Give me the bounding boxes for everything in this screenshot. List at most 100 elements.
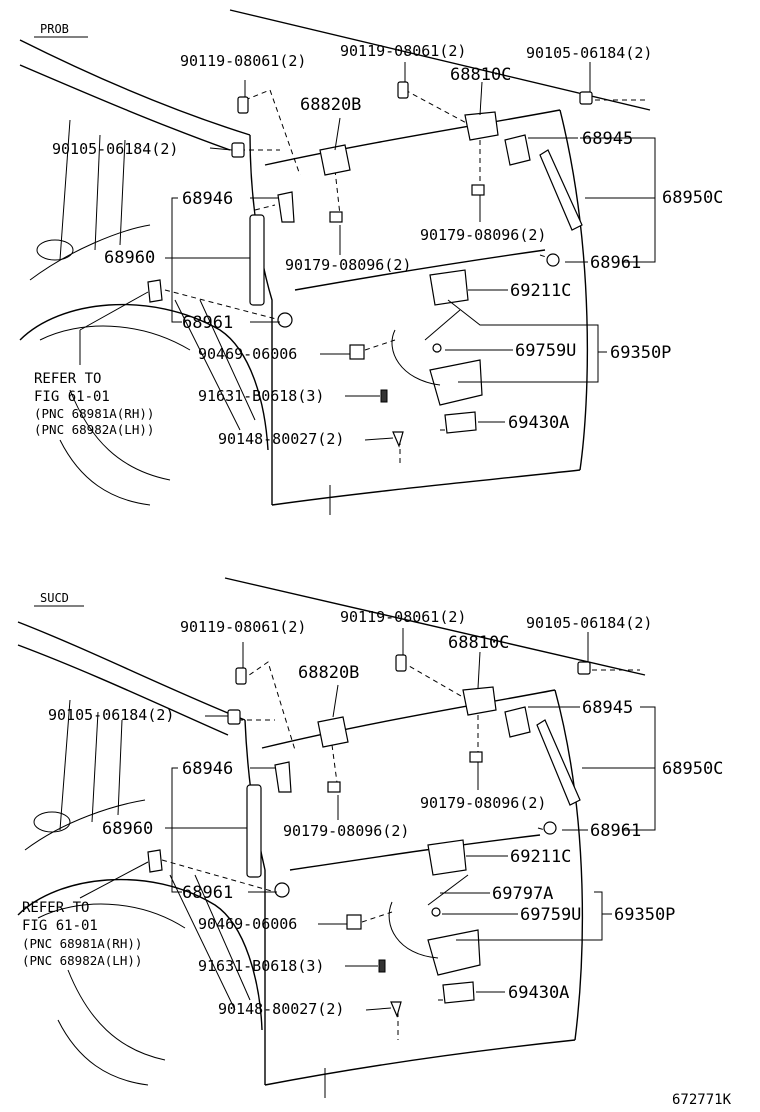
label-bolt-a: 90119-08061(2) <box>180 618 306 636</box>
label-nut-l: 90179-08096(2) <box>285 256 411 274</box>
gas-stay-icon <box>246 784 262 878</box>
label-ball-r: 68961 <box>590 821 641 841</box>
label-handle: 69430A <box>508 983 569 1003</box>
assembly-lines <box>161 661 640 1040</box>
label-nut-r: 90179-08096(2) <box>420 226 546 244</box>
bolt-icon <box>397 81 409 99</box>
label-bracket-r: 68945 <box>582 129 633 149</box>
label-bracket-r: 68945 <box>582 698 633 718</box>
label-bolt-b: 90119-08061(2) <box>340 608 466 626</box>
screw-icon <box>378 959 386 973</box>
vehicle-body <box>17 577 646 1098</box>
label-hinge-l: 68820B <box>298 663 359 683</box>
lock-assy-icon <box>427 929 481 976</box>
label-ball-l: 68961 <box>182 883 233 903</box>
label-bolt-b: 90119-08061(2) <box>340 42 466 60</box>
nut-icon <box>329 211 343 223</box>
ball-joint-icon <box>274 882 290 898</box>
cable-icon <box>391 329 441 386</box>
label-stay-l: 68960 <box>102 819 153 839</box>
bracket-icon <box>504 706 531 738</box>
gas-stay-icon <box>539 149 583 231</box>
label-bracket-l: 68946 <box>182 189 233 209</box>
refer-line1: REFER TO <box>34 371 101 387</box>
label-bolt-c: 90105-06184(2) <box>526 614 652 632</box>
label-ball-r: 68961 <box>590 253 641 273</box>
refer-pnc1: (PNC 68981A(RH)) <box>22 936 142 951</box>
clip-icon <box>431 907 441 917</box>
bracket-icon <box>504 134 531 166</box>
bolt-icon <box>227 709 241 725</box>
label-cable: 69759U <box>520 905 581 925</box>
rod-icon <box>424 309 461 341</box>
label-bolt-d: 90105-06184(2) <box>52 140 178 158</box>
leader-lines <box>79 628 656 1011</box>
screw-icon <box>380 389 388 403</box>
labels: 90119-08061(2) 90119-08061(2) 90105-0618… <box>34 42 723 448</box>
labels: 90119-08061(2) 90119-08061(2) 90105-0618… <box>22 608 723 1018</box>
label-stay-r: 68950C <box>662 759 723 779</box>
cable-icon <box>388 901 439 959</box>
label-bolt-d: 90105-06184(2) <box>48 706 174 724</box>
bracket-icon <box>274 761 292 793</box>
screw-icon <box>390 1001 402 1018</box>
parts <box>147 81 593 448</box>
refer-line1: REFER TO <box>22 900 89 916</box>
leader-lines <box>79 62 656 441</box>
refer-pnc2: (PNC 68982A(LH)) <box>22 953 142 968</box>
figure-code: 672771K <box>672 1092 732 1108</box>
variant-tag: SUCD <box>40 591 69 605</box>
hinge-icon <box>319 144 351 176</box>
label-stay-r: 68950C <box>662 188 723 208</box>
label-assy: 69350P <box>614 905 675 925</box>
label-bolt-c: 90105-06184(2) <box>526 44 652 62</box>
hinge-icon <box>464 111 499 141</box>
nut-icon <box>471 184 485 196</box>
bolt-icon <box>231 142 245 158</box>
lock-icon <box>427 839 467 876</box>
label-nut-r: 90179-08096(2) <box>420 794 546 812</box>
label-clip: 90469-06006 <box>198 345 297 363</box>
ball-joint-icon <box>543 821 557 835</box>
label-screw: 91631-B0618(3) <box>198 957 324 975</box>
bolt-icon <box>237 96 249 114</box>
lamp-icon <box>147 849 163 873</box>
nut-icon <box>327 781 341 793</box>
label-clip: 90469-06006 <box>198 915 297 933</box>
bolt-icon <box>579 91 593 105</box>
refer-line2: FIG 61-01 <box>22 918 98 934</box>
clip-icon <box>346 914 362 930</box>
clip-icon <box>349 344 365 360</box>
lock-icon <box>429 269 469 306</box>
label-handle: 69430A <box>508 413 569 433</box>
label-cable: 69759U <box>515 341 576 361</box>
refer-pnc2: (PNC 68982A(LH)) <box>34 422 154 437</box>
screw-icon <box>392 431 404 448</box>
bolt-icon <box>395 654 407 672</box>
label-screw2: 90148-80027(2) <box>218 1000 344 1018</box>
lamp-icon <box>147 279 163 303</box>
bolt-icon <box>577 661 591 675</box>
label-screw2: 90148-80027(2) <box>218 430 344 448</box>
label-hinge-r: 68810C <box>450 65 511 85</box>
lock-assy-icon <box>429 359 483 406</box>
label-hinge-l: 68820B <box>300 95 361 115</box>
diagram-sucd: SUCD <box>17 577 723 1098</box>
clip-icon <box>432 343 442 353</box>
handle-icon <box>444 411 477 434</box>
parts <box>147 654 591 1018</box>
gas-stay-icon <box>249 214 265 306</box>
label-nut-l: 90179-08096(2) <box>283 822 409 840</box>
label-bolt-a: 90119-08061(2) <box>180 52 306 70</box>
hinge-icon <box>317 716 349 748</box>
label-ball-l: 68961 <box>182 313 233 333</box>
label-rod: 69797A <box>492 884 553 904</box>
rod-icon <box>427 874 469 906</box>
ball-joint-icon <box>546 253 560 267</box>
handle-icon <box>442 981 475 1004</box>
gas-stay-icon <box>536 719 581 806</box>
refer-pnc1: (PNC 68981A(RH)) <box>34 406 154 421</box>
ball-joint-icon <box>277 312 293 328</box>
variant-tag: PROB <box>40 22 69 36</box>
